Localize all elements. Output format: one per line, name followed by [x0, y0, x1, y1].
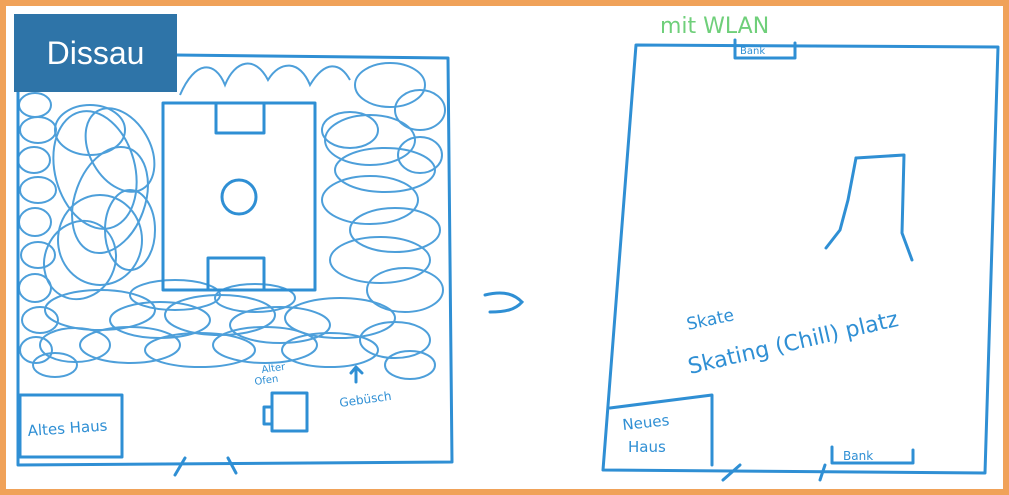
football-pitch — [163, 103, 315, 290]
after-boundary — [603, 45, 998, 473]
center-circle — [222, 180, 256, 214]
old-oven-outline — [272, 393, 307, 431]
skate-word-label: Skate — [685, 305, 736, 335]
bench-top-label: Bank — [740, 46, 765, 57]
bush-label: Gebüsch — [338, 389, 392, 410]
wish-label: mit WLAN — [660, 14, 769, 39]
transition-arrow-icon — [485, 293, 522, 312]
old-oven-label-line2: Ofen — [254, 374, 279, 388]
bush-arrow-icon — [351, 367, 362, 382]
skate-ramp-right — [856, 155, 912, 260]
skate-ramp-left — [826, 158, 856, 248]
before-sketch — [18, 55, 452, 475]
new-house-label-line2: Haus — [628, 438, 666, 456]
bush-scribbles — [18, 63, 445, 379]
location-label: Dissau — [14, 14, 177, 92]
new-house-label-line1: Neues — [622, 411, 671, 434]
bench-bottom-label: Bank — [843, 449, 873, 463]
goal-top — [216, 103, 264, 133]
old-house-label: Altes Haus — [27, 416, 108, 440]
